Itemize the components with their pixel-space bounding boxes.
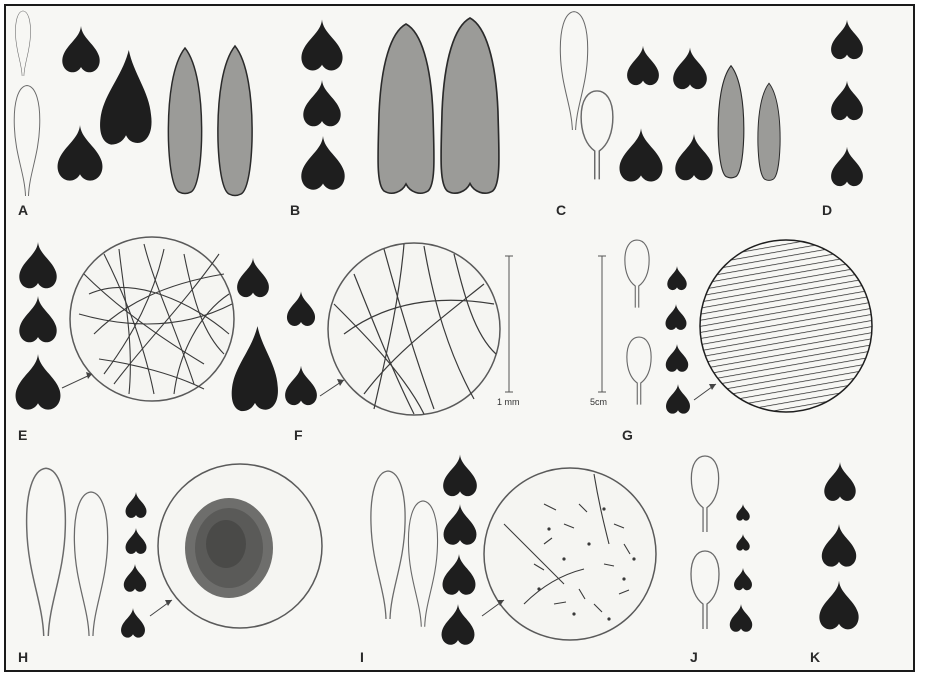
micrograph-g: [700, 240, 872, 412]
panel-b: [301, 18, 499, 193]
micrograph-e: [70, 237, 234, 401]
panel-label-c: C: [556, 202, 566, 218]
panel-label-g: G: [622, 427, 633, 443]
micrograph-i: [484, 468, 656, 640]
panel-label-f: F: [294, 427, 303, 443]
scale-label-1mm: 1 mm: [497, 397, 520, 407]
panel-e: [16, 237, 234, 410]
scale-label-5cm: 5cm: [590, 397, 607, 407]
micrograph-f: [328, 243, 500, 415]
panel-label-e: E: [18, 427, 27, 443]
panel-label-i: I: [360, 649, 364, 665]
panel-label-a: A: [18, 202, 28, 218]
panel-label-d: D: [822, 202, 832, 218]
panel-label-b: B: [290, 202, 300, 218]
panel-label-j: J: [690, 649, 698, 665]
micrograph-h: [158, 464, 322, 628]
panel-label-h: H: [18, 649, 28, 665]
figure-plate: A B C D: [4, 4, 915, 672]
panel-label-k: K: [810, 649, 820, 665]
